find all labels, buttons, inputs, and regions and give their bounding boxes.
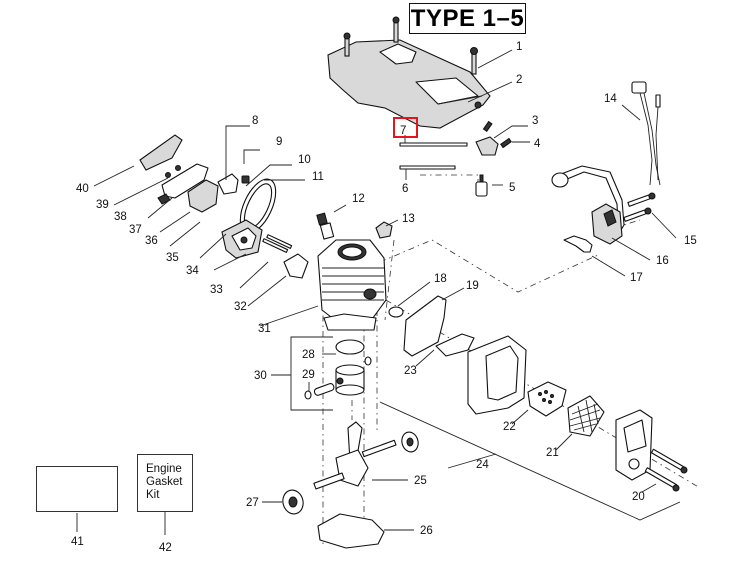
callout-20[interactable]: 20 bbox=[632, 491, 645, 503]
muffler-bolts[interactable] bbox=[644, 448, 688, 492]
callout-16[interactable]: 16 bbox=[656, 255, 669, 267]
muffler-cover-part[interactable] bbox=[615, 409, 653, 481]
kit-line-2: Gasket bbox=[146, 476, 183, 488]
callout-38[interactable]: 38 bbox=[114, 211, 127, 223]
callout-17[interactable]: 17 bbox=[630, 272, 643, 284]
module-screws[interactable] bbox=[623, 192, 656, 222]
ignition-module-part[interactable] bbox=[551, 165, 625, 245]
rod-part-7[interactable] bbox=[399, 142, 468, 147]
callout-labels: 1 2 3 4 5 6 7 8 9 10 11 12 13 14 15 16 1… bbox=[71, 41, 697, 554]
adapter-part[interactable] bbox=[221, 219, 263, 259]
callout-12[interactable]: 12 bbox=[352, 193, 365, 205]
callout-10[interactable]: 10 bbox=[298, 154, 311, 166]
callout-27[interactable]: 27 bbox=[246, 497, 259, 509]
heat-shield-part[interactable] bbox=[403, 295, 447, 357]
callout-7[interactable]: 7 bbox=[400, 125, 406, 137]
callout-34[interactable]: 34 bbox=[186, 265, 199, 277]
type-title: TYPE 1–5 bbox=[410, 4, 525, 32]
callout-29[interactable]: 29 bbox=[302, 369, 315, 381]
callout-11[interactable]: 11 bbox=[312, 171, 324, 183]
gasket-part-32[interactable] bbox=[283, 253, 309, 279]
callout-42[interactable]: 42 bbox=[159, 542, 172, 554]
rod-part-6[interactable] bbox=[399, 165, 456, 170]
callout-26[interactable]: 26 bbox=[420, 525, 433, 537]
callout-37[interactable]: 37 bbox=[129, 224, 142, 236]
callout-2[interactable]: 2 bbox=[516, 74, 522, 86]
carburetor-assembly[interactable] bbox=[157, 163, 219, 213]
callout-9[interactable]: 9 bbox=[276, 136, 282, 148]
tool-box-41[interactable] bbox=[36, 466, 118, 512]
callout-3[interactable]: 3 bbox=[532, 115, 538, 127]
callout-6[interactable]: 6 bbox=[402, 183, 408, 195]
callout-14[interactable]: 14 bbox=[604, 93, 617, 105]
callout-22[interactable]: 22 bbox=[503, 421, 516, 433]
cover-screws[interactable] bbox=[343, 16, 478, 75]
callout-8[interactable]: 8 bbox=[252, 115, 258, 127]
cylinder-part[interactable] bbox=[317, 239, 387, 331]
cap-part[interactable] bbox=[375, 221, 393, 239]
piston-assembly-bracket bbox=[290, 336, 333, 411]
sleeve-part[interactable] bbox=[388, 306, 404, 318]
switch-part[interactable] bbox=[475, 120, 512, 156]
callout-30[interactable]: 30 bbox=[254, 370, 267, 382]
callout-40[interactable]: 40 bbox=[76, 183, 89, 195]
callout-4[interactable]: 4 bbox=[534, 138, 541, 150]
callout-32[interactable]: 32 bbox=[234, 301, 247, 313]
engine-gasket-kit-box[interactable]: Engine Gasket Kit bbox=[137, 454, 193, 512]
callout-24[interactable]: 24 bbox=[476, 459, 489, 471]
callout-1[interactable]: 1 bbox=[516, 41, 522, 53]
baffle-part[interactable] bbox=[527, 381, 567, 417]
spark-arrestor-screen-part[interactable] bbox=[567, 395, 605, 437]
callout-31[interactable]: 31 bbox=[258, 323, 271, 335]
kit-line-3: Kit bbox=[146, 489, 160, 501]
leader-lines bbox=[76, 49, 677, 535]
kit-line-1: Engine bbox=[146, 463, 182, 475]
wire-harness-part[interactable] bbox=[631, 81, 661, 186]
callout-33[interactable]: 33 bbox=[210, 284, 223, 296]
air-filter-part[interactable] bbox=[139, 134, 183, 171]
callout-35[interactable]: 35 bbox=[166, 252, 179, 264]
top-cover-part[interactable] bbox=[327, 39, 491, 129]
bracket-part[interactable] bbox=[563, 235, 593, 253]
intake-elbow-part[interactable] bbox=[217, 173, 250, 195]
callout-36[interactable]: 36 bbox=[145, 235, 158, 247]
callout-41[interactable]: 41 bbox=[71, 536, 84, 548]
primer-bulb-part[interactable] bbox=[475, 174, 488, 197]
gasket-part-23[interactable] bbox=[435, 333, 475, 357]
muffler-assembly-bracket bbox=[379, 401, 681, 521]
callout-25[interactable]: 25 bbox=[414, 475, 427, 487]
highlight-box-part-7 bbox=[393, 117, 418, 138]
bearing-part-27[interactable] bbox=[280, 488, 306, 516]
callout-28[interactable]: 28 bbox=[302, 349, 315, 361]
cylinder-screws[interactable] bbox=[262, 234, 293, 253]
piston-assembly[interactable] bbox=[304, 339, 372, 400]
callout-19[interactable]: 19 bbox=[466, 280, 479, 292]
bearing-part-upper[interactable] bbox=[400, 430, 421, 453]
callout-21[interactable]: 21 bbox=[546, 447, 559, 459]
callout-15[interactable]: 15 bbox=[684, 235, 697, 247]
type-title-box: TYPE 1–5 bbox=[409, 3, 526, 34]
callout-5[interactable]: 5 bbox=[509, 182, 515, 194]
crankshaft-part[interactable] bbox=[313, 421, 397, 490]
spark-plug-part[interactable] bbox=[316, 212, 335, 240]
callout-13[interactable]: 13 bbox=[402, 213, 415, 225]
muffler-body-part[interactable] bbox=[467, 335, 527, 415]
callout-23[interactable]: 23 bbox=[404, 365, 417, 377]
callout-39[interactable]: 39 bbox=[96, 199, 109, 211]
callout-18[interactable]: 18 bbox=[434, 273, 447, 285]
crankcase-part[interactable] bbox=[317, 513, 385, 549]
